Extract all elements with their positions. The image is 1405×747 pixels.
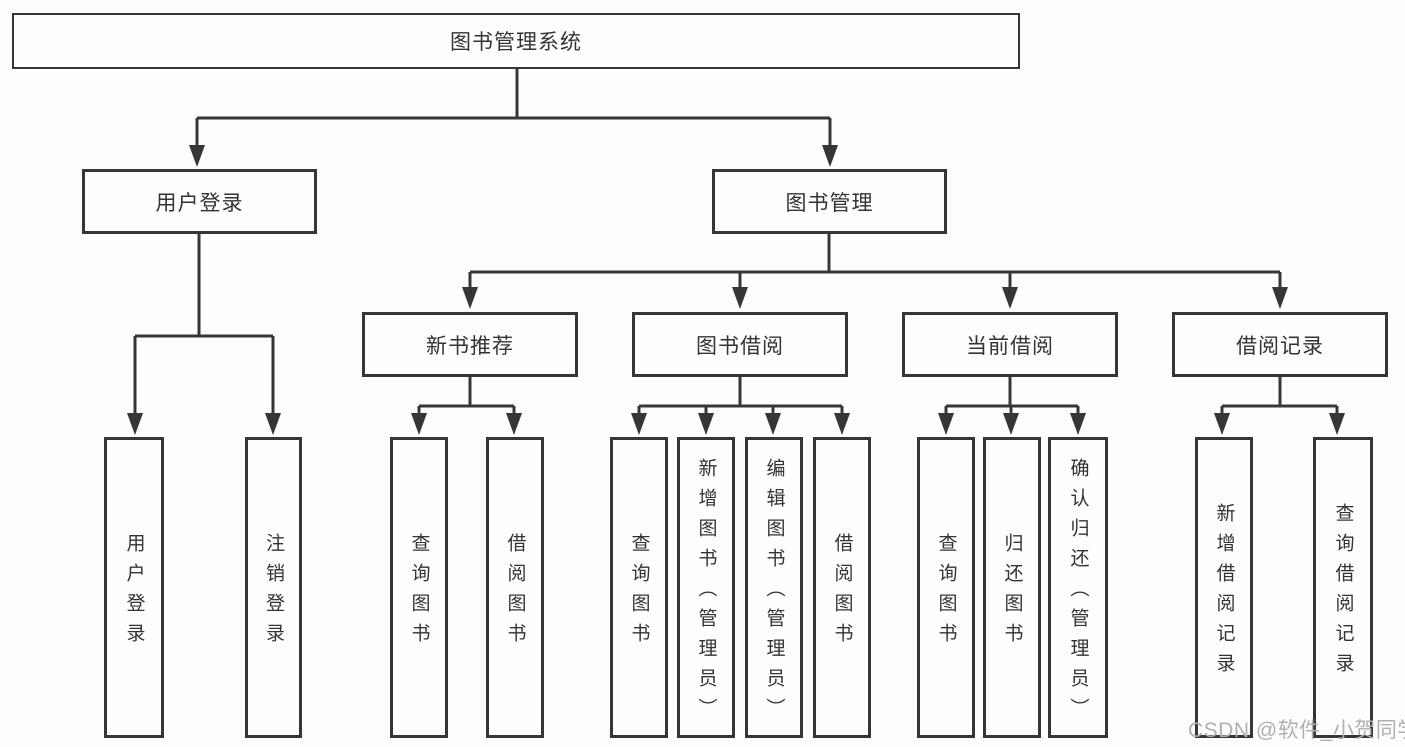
node-new-book-recommend: 新书推荐 (362, 312, 578, 377)
node-book-borrow: 图书借阅 (632, 312, 848, 377)
node-root-system: 图书管理系统 (12, 13, 1020, 69)
csdn-watermark: CSDN @软件_小贺同学 (1188, 719, 1405, 742)
node-current-borrow: 当前借阅 (902, 312, 1118, 377)
node-user-login: 用户登录 (82, 169, 317, 234)
leaf-query-books-2: 查询图书 (610, 437, 668, 738)
leaf-return-book: 归还图书 (983, 437, 1041, 738)
leaf-query-borrow-record: 查询借阅记录 (1313, 437, 1373, 738)
leaf-add-borrow-record: 新增借阅记录 (1195, 437, 1253, 738)
leaf-add-book-admin: 新增图书（管理员） (677, 437, 735, 738)
leaf-query-books-1: 查询图书 (390, 437, 448, 738)
leaf-edit-book-admin: 编辑图书（管理员） (745, 437, 803, 738)
node-book-management: 图书管理 (712, 169, 947, 234)
leaf-borrow-books-1: 借阅图书 (486, 437, 544, 738)
leaf-query-books-3: 查询图书 (917, 437, 975, 738)
leaf-borrow-books-2: 借阅图书 (813, 437, 871, 738)
leaf-confirm-return-admin: 确认归还（管理员） (1048, 437, 1108, 738)
leaf-user-login: 用户登录 (104, 437, 164, 738)
leaf-logout: 注销登录 (245, 437, 302, 738)
node-borrow-records: 借阅记录 (1172, 312, 1388, 377)
